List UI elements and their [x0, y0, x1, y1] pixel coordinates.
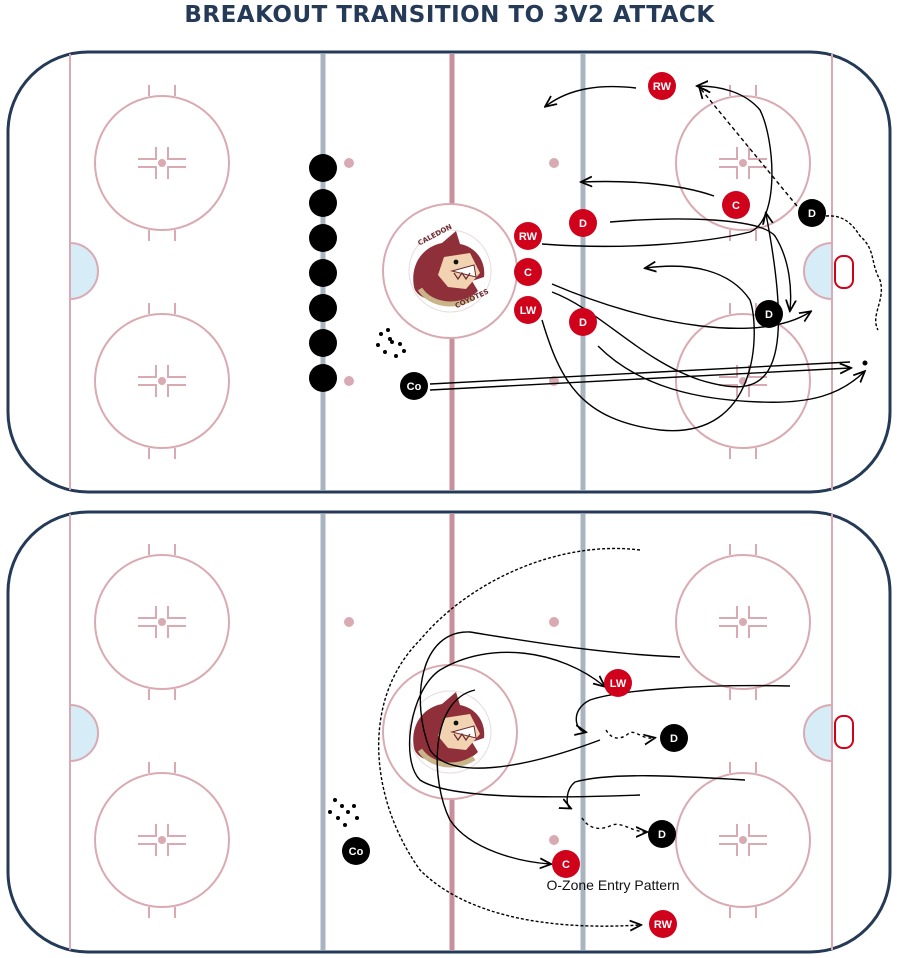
- player-d-black-top: D: [798, 199, 826, 227]
- player-queue: [309, 154, 337, 392]
- player-lw-center: LW: [514, 296, 542, 324]
- svg-text:D: D: [765, 309, 773, 321]
- player-c-bottom: C: [552, 850, 580, 878]
- svg-text:D: D: [670, 733, 678, 745]
- ozone-caption: O-Zone Entry Pattern: [546, 877, 679, 893]
- player-d-black-1: D: [660, 724, 688, 752]
- svg-text:D: D: [808, 208, 816, 220]
- player-d-black-2: D: [648, 820, 676, 848]
- svg-text:D: D: [579, 317, 587, 329]
- svg-text:RW: RW: [654, 919, 673, 931]
- rink-bottom: LW C RW D D Co O-Zone Entry Pattern: [6, 510, 892, 954]
- svg-text:Co: Co: [407, 381, 422, 393]
- diagram-title: BREAKOUT TRANSITION TO 3V2 ATTACK: [184, 2, 715, 28]
- svg-text:D: D: [579, 218, 587, 230]
- player-c-center: C: [514, 258, 542, 286]
- player-rw-bottom: RW: [649, 910, 677, 938]
- player-coach-top: Co: [400, 372, 428, 400]
- player-coach-bottom: Co: [342, 837, 370, 865]
- rink-top: CALEDON COYOTES: [6, 50, 892, 494]
- coyote-head-logo: [383, 665, 517, 799]
- player-rw-center: RW: [514, 222, 542, 250]
- puck-pile: [376, 328, 868, 366]
- svg-text:C: C: [732, 200, 740, 212]
- player-d-black-bottom: D: [755, 300, 783, 328]
- rink-bottom-paths: [377, 547, 791, 926]
- svg-text:Co: Co: [349, 846, 364, 858]
- svg-text:C: C: [524, 267, 532, 279]
- player-d-red-top: D: [569, 209, 597, 237]
- puck-pile: [328, 798, 359, 827]
- svg-text:RW: RW: [653, 81, 672, 93]
- player-c-top: C: [722, 191, 750, 219]
- player-rw-top: RW: [648, 72, 676, 100]
- svg-text:C: C: [562, 859, 570, 871]
- player-lw-bottom: LW: [604, 669, 632, 697]
- svg-text:D: D: [658, 829, 666, 841]
- svg-text:RW: RW: [519, 231, 538, 243]
- player-d-red-bottom: D: [569, 308, 597, 336]
- svg-text:LW: LW: [610, 678, 627, 690]
- svg-text:LW: LW: [520, 305, 537, 317]
- rink-top-paths: [429, 86, 883, 432]
